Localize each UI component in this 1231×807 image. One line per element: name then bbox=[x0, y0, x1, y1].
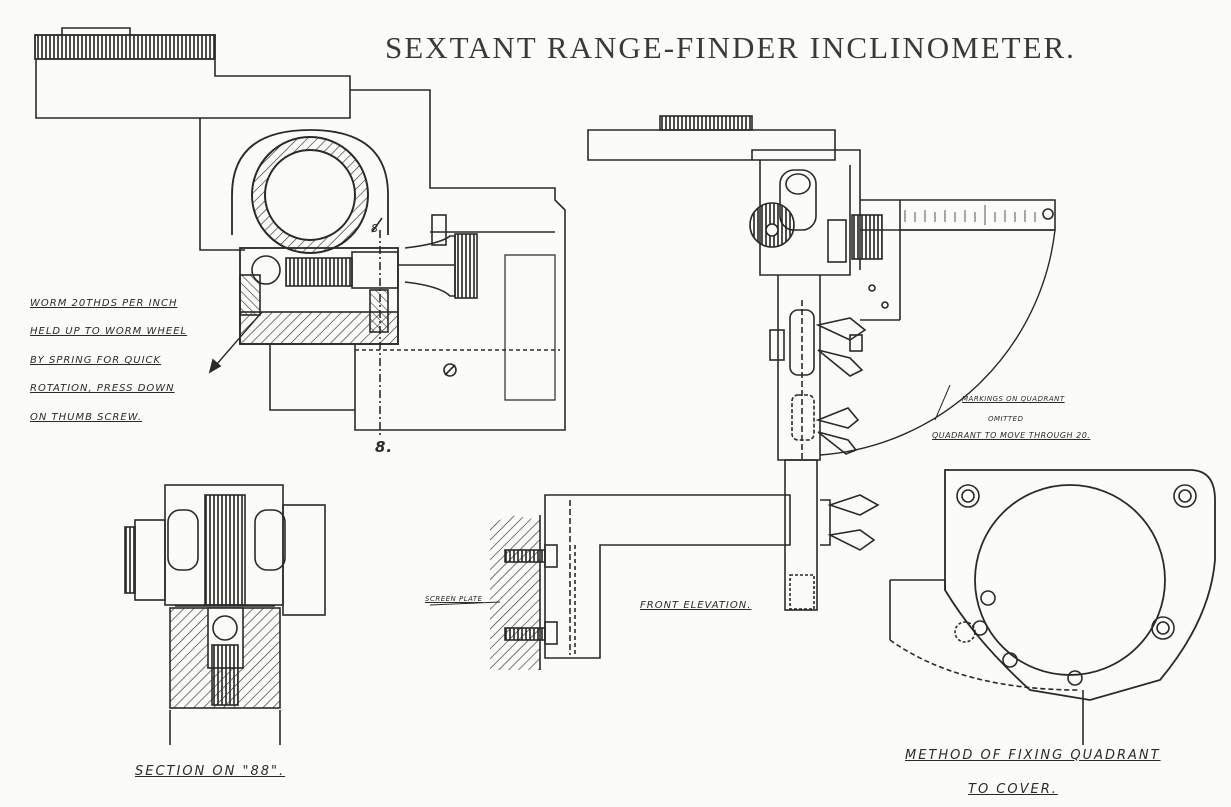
method-label-line-2: TO COVER. bbox=[968, 782, 1058, 797]
worm-note-line-1: WORM 20THDS PER INCH bbox=[30, 298, 178, 309]
section-marker-small: 8 bbox=[371, 222, 379, 235]
section-88-view bbox=[124, 484, 326, 745]
quadrant-note-line-3: QUADRANT TO MOVE THROUGH 20. bbox=[932, 431, 1091, 440]
quadrant-note-line-2: OMITTED bbox=[988, 415, 1024, 423]
quadrant-note-line-1: MARKINGS ON QUADRANT bbox=[962, 395, 1065, 403]
worm-note-line-5: ON THUMB SCREW. bbox=[30, 412, 142, 423]
front-elevation-view bbox=[429, 115, 1056, 670]
cover-plate-view bbox=[889, 469, 1216, 745]
section-label: SECTION ON "88". bbox=[135, 764, 286, 779]
section-marker: 8. bbox=[375, 438, 394, 456]
method-label-line-1: METHOD OF FIXING QUADRANT bbox=[905, 748, 1161, 763]
knurled-knob-2 bbox=[659, 115, 753, 131]
worm-note-line-4: ROTATION, PRESS DOWN bbox=[30, 383, 175, 394]
knurled-knob bbox=[34, 34, 216, 60]
side-view bbox=[34, 27, 566, 436]
front-elevation-label: FRONT ELEVATION. bbox=[640, 600, 752, 611]
worm-note-line-3: BY SPRING FOR QUICK bbox=[30, 355, 162, 366]
drawing-title: SEXTANT RANGE-FINDER INCLINOMETER. bbox=[385, 30, 1076, 65]
worm-note-line-2: HELD UP TO WORM WHEEL bbox=[30, 326, 188, 337]
screen-plate-label: SCREEN PLATE bbox=[425, 595, 483, 603]
